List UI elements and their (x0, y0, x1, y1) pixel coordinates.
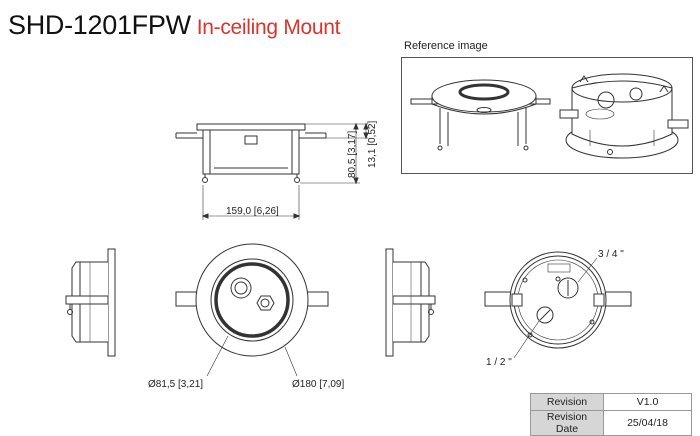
reference-back-render (559, 73, 689, 159)
front-elevation-view (175, 122, 369, 220)
revision-table: Revision V1.0 Revision Date 25/04/18 (530, 393, 692, 436)
total-height-dimension-label: 80,5 [3,17] (347, 131, 358, 178)
side-view-right (385, 248, 436, 357)
revision-label: Revision (530, 393, 604, 411)
reference-image-frame (401, 57, 693, 174)
thread-1-2-label: 1 / 2 " (486, 357, 512, 368)
reference-front-render (410, 79, 551, 151)
inner-diameter-label: Ø81,5 [3,21] (148, 379, 203, 390)
product-subtitle: In-ceiling Mount (196, 16, 341, 39)
model-name: SHD-1201FPW (8, 10, 191, 40)
revision-value: V1.0 (603, 393, 692, 411)
revision-date-row: Revision Date 25/04/18 (530, 410, 692, 436)
revision-date-value: 25/04/18 (603, 410, 692, 436)
flange-height-dimension-label: 13,1 [0,52] (367, 121, 378, 168)
thread-3-4-label: 3 / 4 " (598, 249, 624, 260)
revision-row: Revision V1.0 (530, 393, 692, 411)
side-view-left (65, 248, 116, 357)
outer-diameter-label: Ø180 [7,09] (292, 379, 344, 390)
width-dimension-label: 159,0 [6,26] (226, 206, 279, 217)
reference-image-label: Reference image (404, 40, 488, 52)
revision-date-label: Revision Date (530, 410, 604, 436)
top-view (175, 243, 329, 377)
back-view (484, 251, 632, 359)
